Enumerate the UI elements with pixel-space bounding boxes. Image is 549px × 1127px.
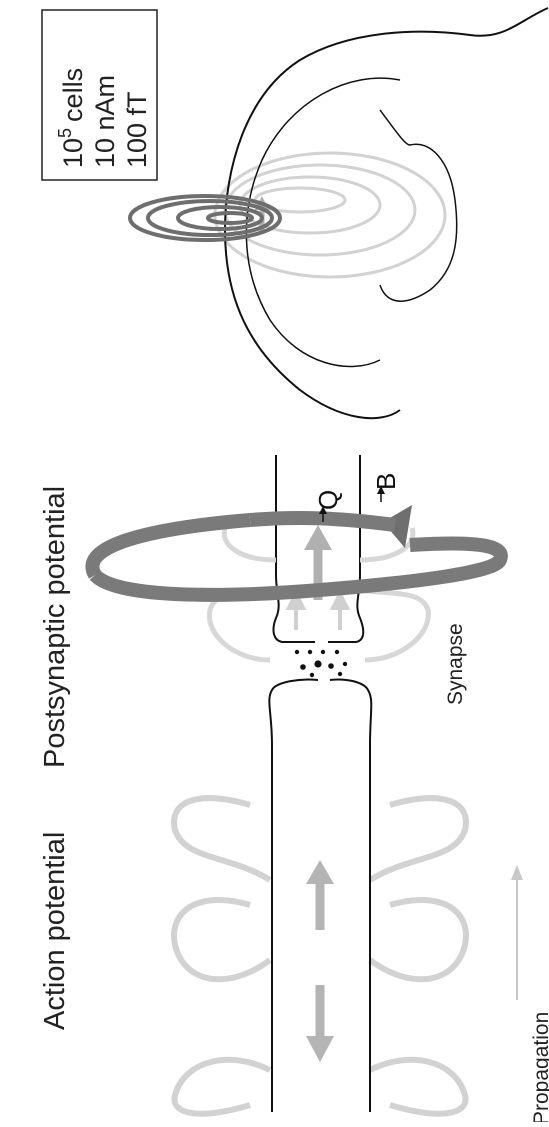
scale-field: 100 fT bbox=[122, 91, 152, 168]
vector-b-label: B bbox=[371, 473, 401, 502]
brain-fold bbox=[380, 110, 410, 145]
propagation-label: Propagation bbox=[530, 1012, 549, 1122]
dendrite-right-wall bbox=[328, 455, 363, 642]
action-potential-label: Action potential bbox=[39, 832, 71, 1030]
axon-left-wall bbox=[269, 679, 318, 1112]
b-vector-text: B bbox=[371, 473, 401, 490]
scale-box: 105cells 10 nAm 100 fT bbox=[42, 10, 157, 180]
scale-current: 10 nAm bbox=[90, 75, 120, 168]
action-potential-panel bbox=[174, 798, 466, 1114]
scalp-outline bbox=[225, 8, 548, 418]
propagation-arrow bbox=[511, 865, 523, 1000]
q-vector-text: Q bbox=[313, 490, 343, 510]
scale-cells: 105cells bbox=[55, 68, 88, 168]
synapse-label: Synapse bbox=[444, 623, 467, 705]
action-potential-current-loops bbox=[174, 798, 466, 1114]
postsynaptic-potential-label: Postsynaptic potential bbox=[39, 486, 71, 768]
synaptic-vesicles bbox=[295, 650, 347, 677]
axon-right-wall bbox=[330, 679, 371, 1112]
action-potential-arrows bbox=[306, 860, 334, 1062]
sensor-field-rings bbox=[130, 196, 280, 240]
head-illustration bbox=[130, 8, 548, 418]
